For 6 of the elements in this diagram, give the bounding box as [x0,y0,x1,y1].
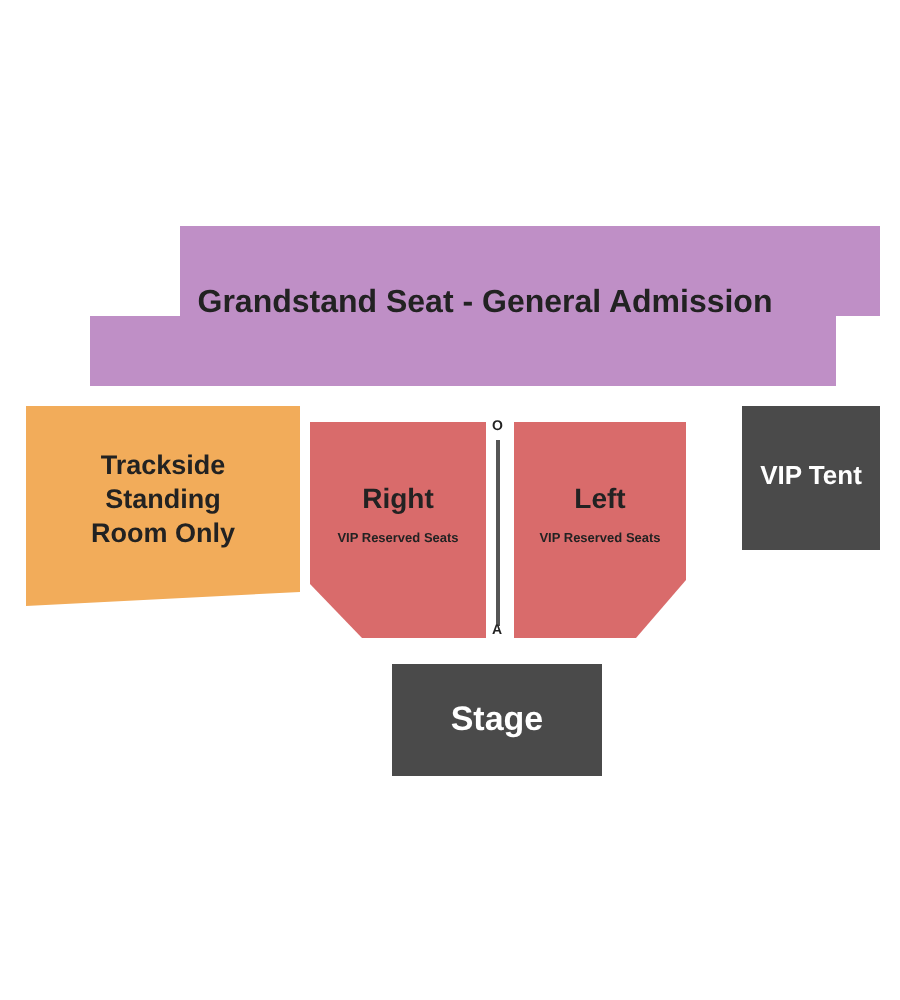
section-label: Stage [448,700,546,740]
section-label: Right [360,482,436,514]
section-label: VIP Tent [758,460,864,490]
section-label: Trackside Standing Room Only [88,450,237,552]
section-label: Left [572,482,628,514]
section-label: Grandstand Seat - General Admission [195,286,775,322]
